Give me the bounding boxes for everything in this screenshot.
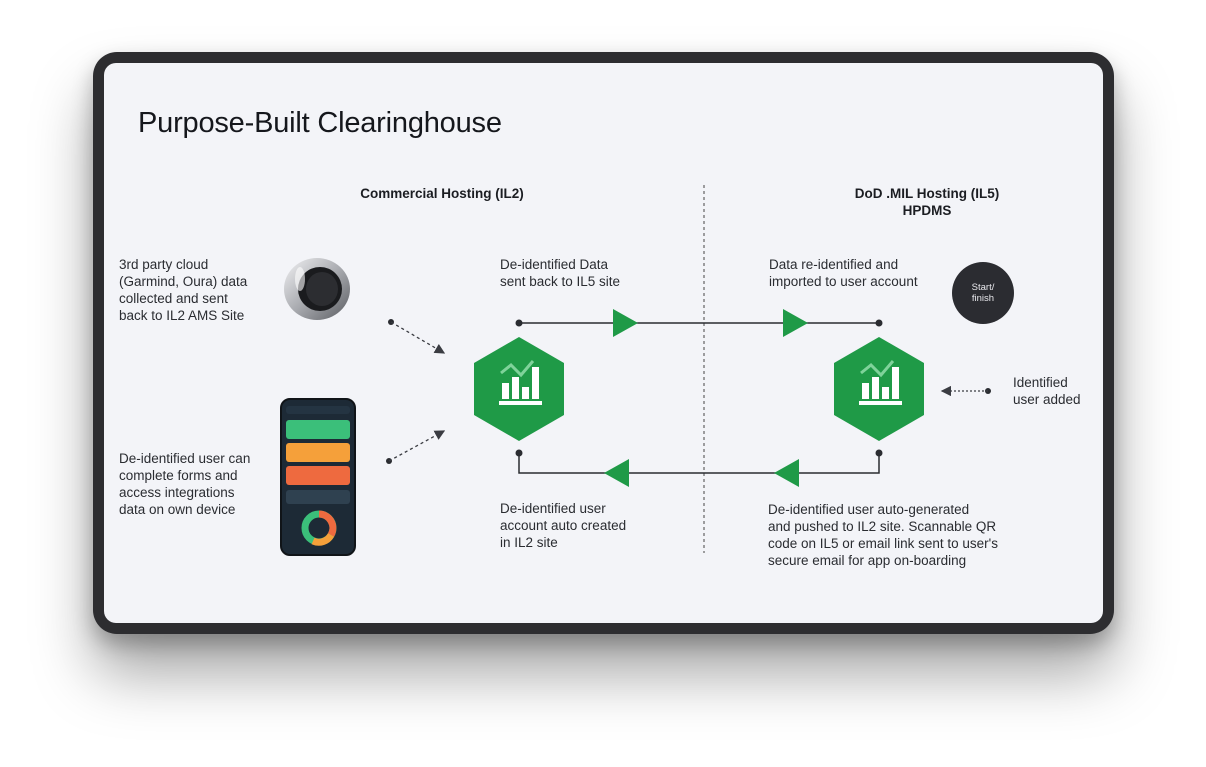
slide-title: Purpose-Built Clearinghouse [138,107,502,139]
third-party-text: 3rd party cloud (Garmind, Oura) data col… [119,257,248,323]
smart-ring-image [284,258,350,320]
hexagon-analytics-logo [834,337,924,441]
phone-app-image [280,398,356,556]
deidentified-user-text: De-identified user can complete forms an… [119,451,251,517]
arrow-triangle-icon [604,459,629,487]
start-finish-badge: Start/ finish [952,262,1014,324]
auto-generated-text: De-identified user auto-generated and pu… [768,502,998,568]
identified-user-text: Identified user added [1013,375,1081,407]
phone-to-hub-arrow [388,430,446,462]
top-left-dot [515,319,523,327]
bottom-flow-line [518,453,880,474]
account-created-text: De-identified user account auto created … [500,501,627,550]
arrow-triangle-icon [783,309,808,337]
hexagon-analytics-logo [474,337,564,441]
reidentified-text: Data re-identified and imported to user … [769,257,918,289]
top-right-dot [875,319,883,327]
flow-diagram [386,185,991,553]
sent-back-text: De-identified Data sent back to IL5 site [500,257,621,289]
ring-to-hub-arrow [390,321,446,354]
arrow-triangle-icon [613,309,638,337]
arrow-triangle-icon [774,459,799,487]
commercial-hosting-header: Commercial Hosting (IL2) [360,186,524,201]
bottom-left-dot [515,449,523,457]
bottom-right-dot [875,449,883,457]
slide-screen: Purpose-Built Clearinghouse Commercial H… [104,63,1103,623]
dod-hosting-header: DoD .MIL Hosting (IL5) HPDMS [854,186,1000,218]
